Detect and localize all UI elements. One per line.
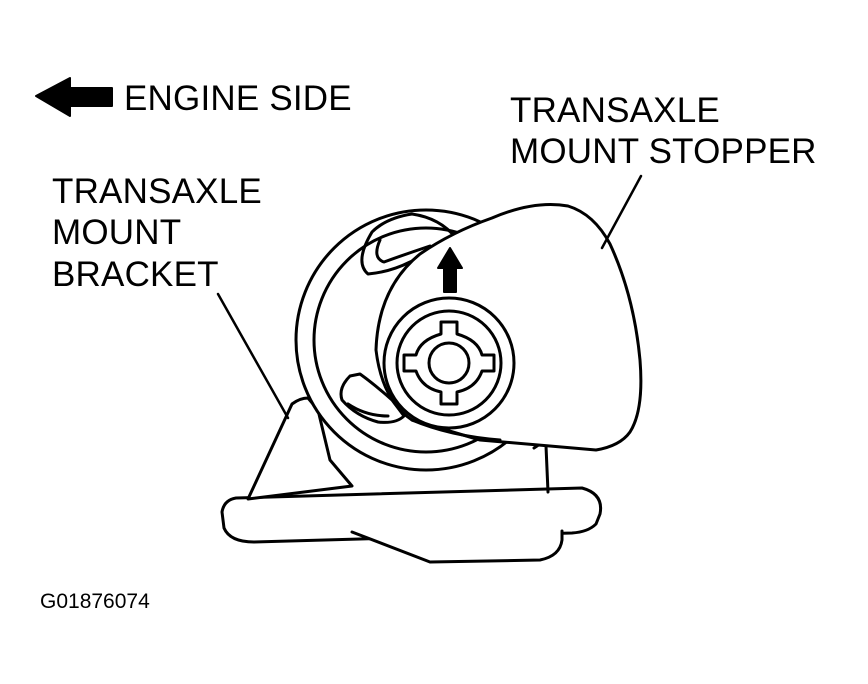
- bushing-inner-ring: [395, 309, 503, 417]
- bushing-keyed-hole: [402, 320, 496, 406]
- rubber-void-upper-inner: [375, 238, 432, 264]
- bracket-right-support: [532, 442, 550, 494]
- stopper-label-line1: TRANSAXLE: [510, 91, 720, 130]
- rubber-void-lower-inner: [346, 402, 390, 418]
- engine-side-label: ENGINE SIDE: [124, 79, 352, 118]
- bushing-center-bore: [427, 341, 471, 385]
- left-arrow-icon: [35, 77, 113, 117]
- figure-id: G01876074: [40, 590, 150, 613]
- bushing-outer: [382, 296, 516, 430]
- transaxle-mount-stopper-label: TRANSAXLE MOUNT STOPPER: [510, 90, 817, 173]
- stopper-edge: [410, 418, 502, 442]
- bracket-upright: [246, 396, 354, 501]
- bracket-label-line1: TRANSAXLE: [52, 172, 262, 211]
- bracket-label-line2: MOUNT: [52, 213, 182, 253]
- rubber-void-lower: [339, 372, 406, 424]
- bracket-base-plate: [220, 486, 603, 544]
- bracket-base-lower: [350, 529, 564, 564]
- stopper-leader-line: [600, 174, 643, 250]
- bracket-leader-line: [216, 292, 290, 420]
- up-arrow-icon: [437, 247, 463, 293]
- bracket-label-line3: BRACKET: [52, 254, 219, 294]
- stopper-label-line2: MOUNT STOPPER: [510, 132, 817, 172]
- transaxle-mount-bracket-label: TRANSAXLE MOUNT BRACKET: [52, 171, 262, 295]
